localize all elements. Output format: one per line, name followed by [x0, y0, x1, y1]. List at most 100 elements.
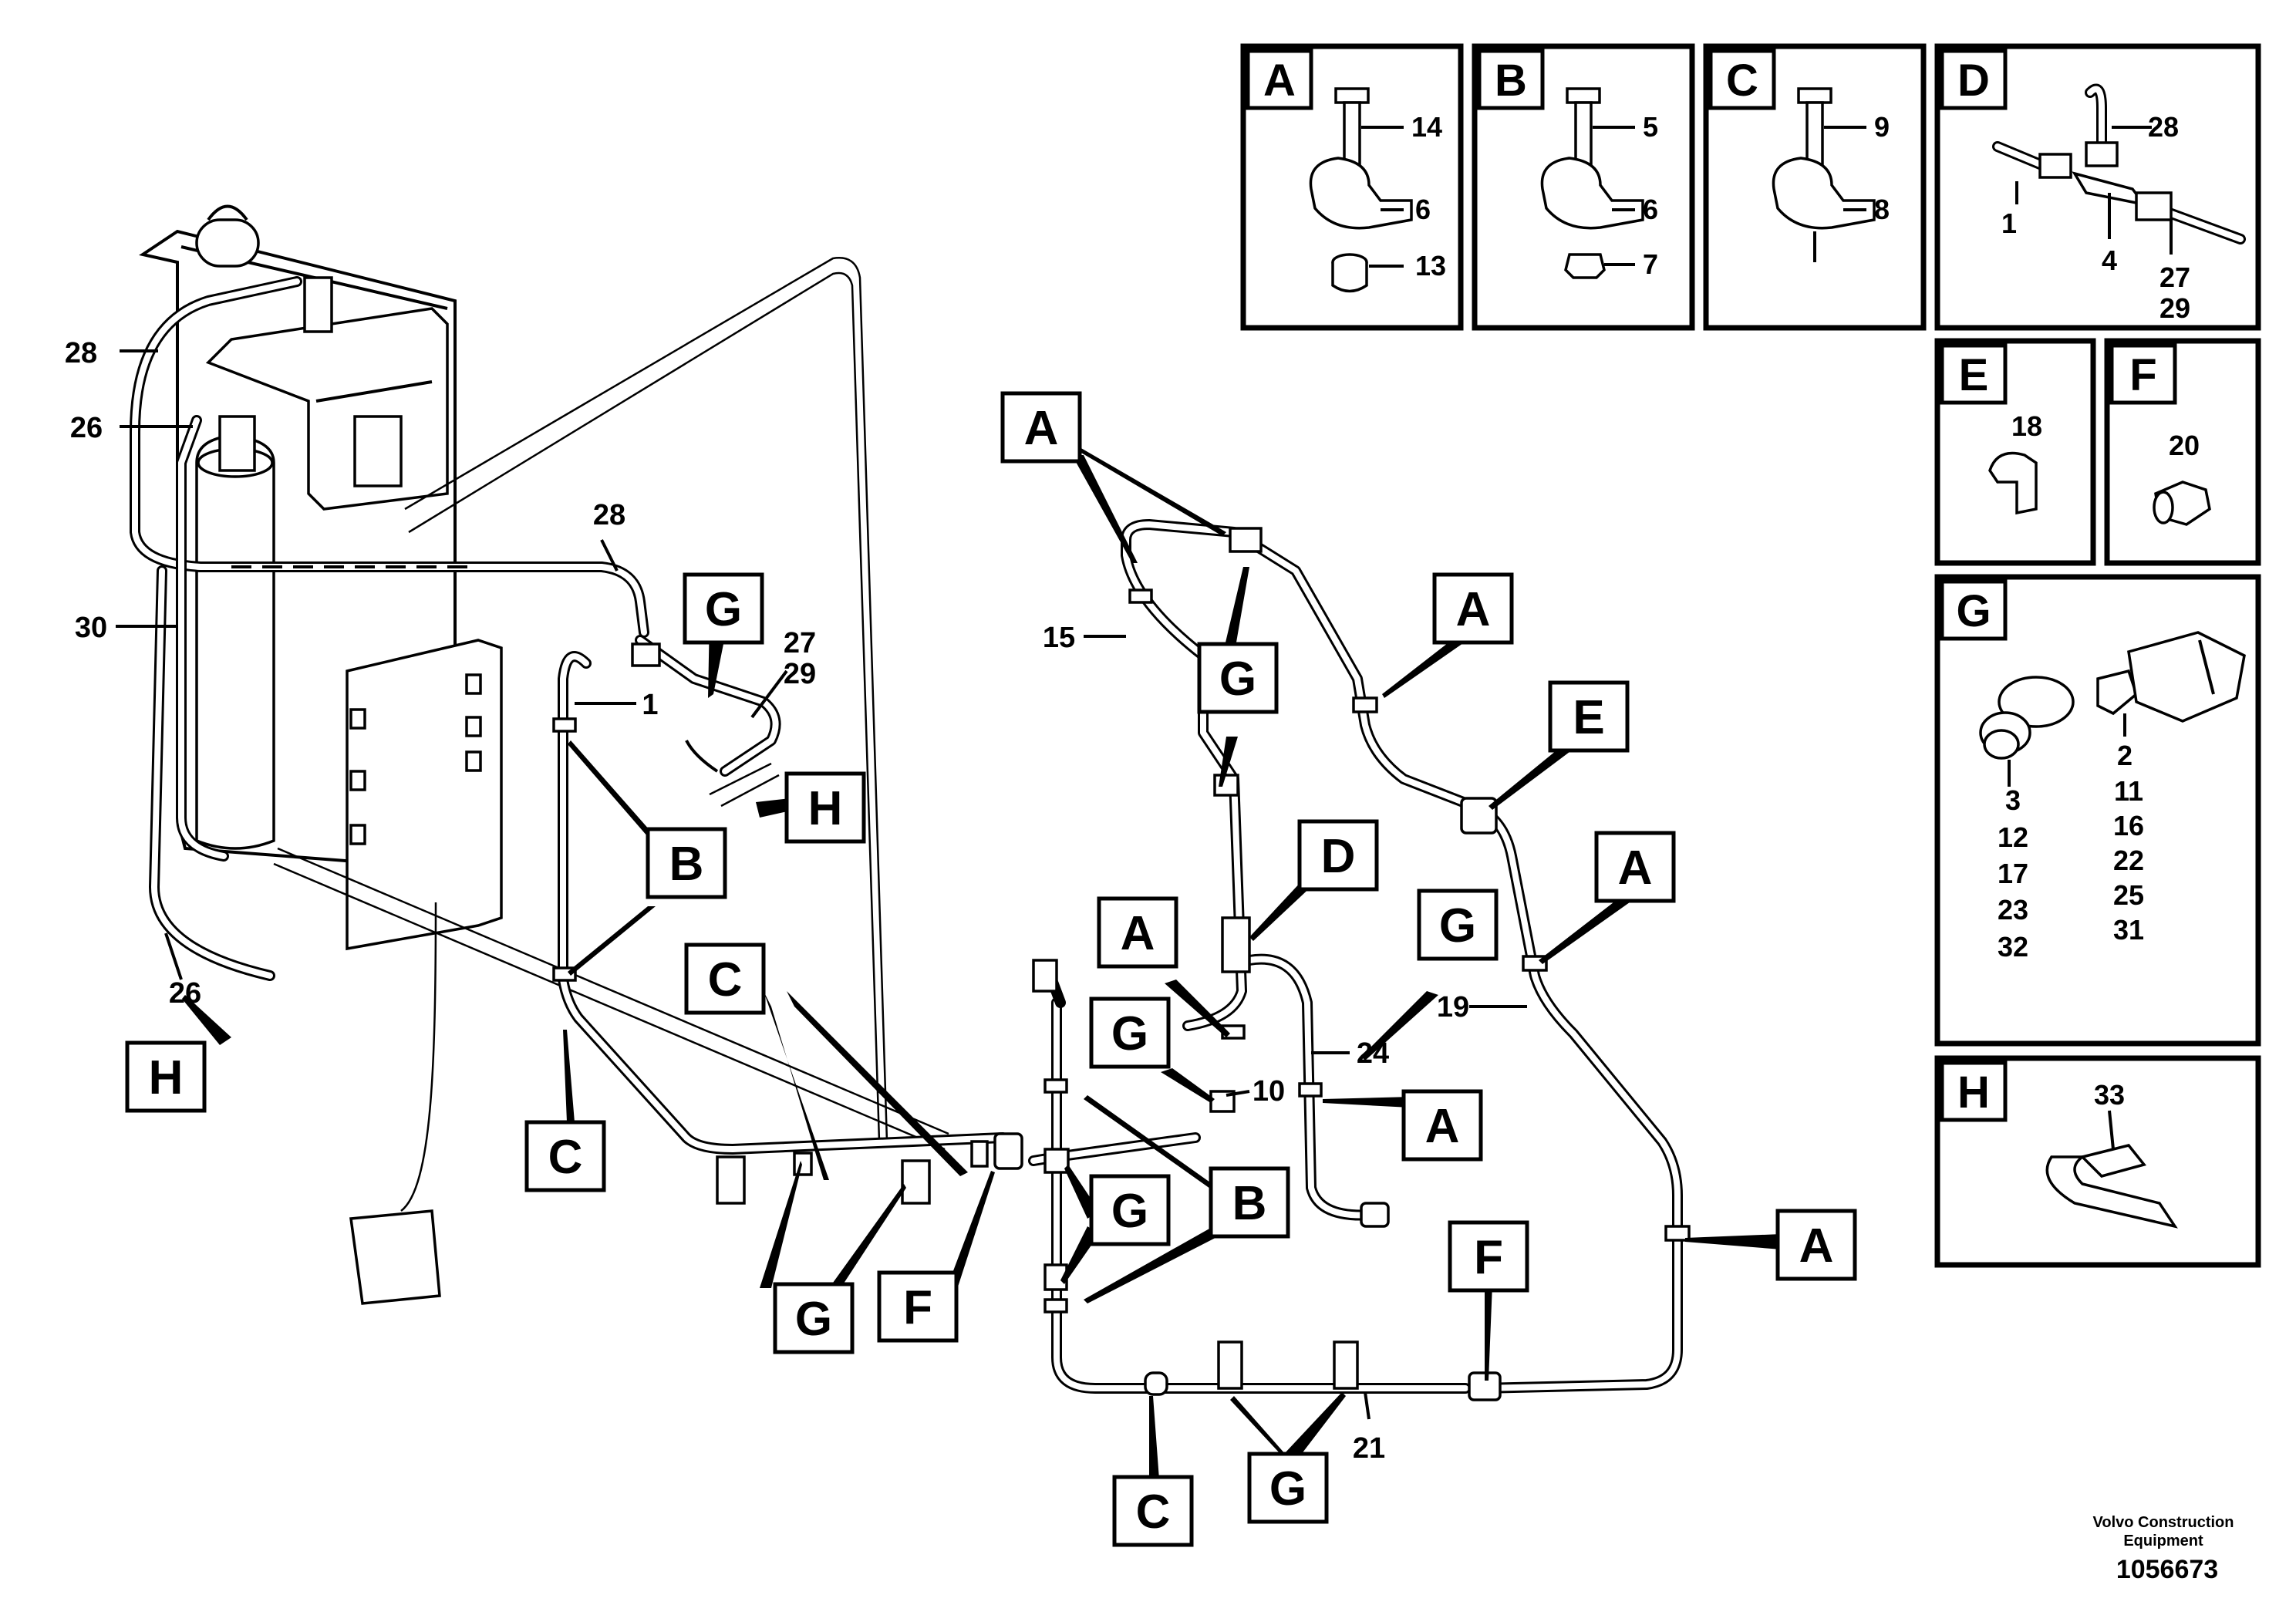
callout-label: 26 — [70, 412, 103, 444]
ref-box-b: B — [646, 827, 727, 899]
ref-box-a: A — [1097, 896, 1178, 969]
brand-line2: Equipment — [2123, 1533, 2203, 1549]
brand-line1: Volvo Construction — [2093, 1514, 2234, 1531]
ref-box-a: A — [1000, 391, 1082, 464]
tank-assembly — [138, 204, 949, 1305]
leader-lines — [116, 349, 1527, 1420]
inset-g: G 2 11 16 22 25 31 3 12 17 23 32 — [1934, 574, 2261, 1047]
svg-text:8: 8 — [1874, 194, 1890, 225]
svg-text:B: B — [1232, 1177, 1267, 1230]
number-callouts: 28 26 30 26 28 1 27 29 15 24 10 19 21 — [65, 337, 1469, 1465]
callout-label: 1 — [642, 689, 658, 721]
svg-text:G: G — [1219, 653, 1256, 706]
inset-h: H 33 — [1934, 1055, 2261, 1268]
ref-box-a: A — [1775, 1209, 1857, 1281]
svg-text:3: 3 — [2005, 784, 2021, 816]
svg-text:6: 6 — [1643, 194, 1658, 225]
svg-text:A: A — [1121, 907, 1155, 960]
svg-text:G: G — [1111, 1185, 1148, 1238]
ref-box-g: G — [1417, 889, 1499, 961]
svg-text:A: A — [1618, 841, 1653, 895]
svg-text:C: C — [708, 953, 743, 1007]
ref-box-h: H — [784, 771, 866, 844]
svg-text:H: H — [149, 1051, 184, 1104]
detail-insets: A 14 6 13 B 5 6 7 — [1240, 43, 2261, 1268]
svg-text:6: 6 — [1415, 194, 1431, 225]
svg-text:F: F — [2129, 350, 2156, 400]
svg-text:13: 13 — [1415, 250, 1446, 282]
ref-box-g: G — [1089, 996, 1171, 1069]
svg-text:12: 12 — [1998, 821, 2028, 853]
inset-f: F 20 — [2104, 338, 2261, 566]
inset-e: E 18 — [1934, 338, 2096, 566]
svg-text:32: 32 — [1998, 931, 2028, 963]
svg-text:A: A — [1024, 402, 1059, 455]
svg-text:C: C — [1726, 56, 1758, 106]
svg-text:25: 25 — [2113, 879, 2144, 911]
svg-text:G: G — [1269, 1462, 1306, 1516]
svg-text:16: 16 — [2113, 810, 2144, 841]
callout-label: 19 — [1437, 991, 1469, 1023]
ref-box-d: D — [1297, 819, 1379, 892]
svg-text:G: G — [705, 583, 742, 636]
svg-text:9: 9 — [1874, 111, 1890, 143]
ref-box-e: E — [1548, 680, 1630, 753]
svg-text:H: H — [808, 782, 843, 835]
ref-box-c: C — [684, 943, 766, 1015]
ref-box-g: G — [1197, 642, 1279, 714]
ref-box-h: H — [125, 1040, 207, 1113]
svg-text:31: 31 — [2113, 914, 2144, 946]
svg-text:G: G — [795, 1293, 832, 1346]
callout-label: 24 — [1357, 1037, 1389, 1070]
svg-text:D: D — [1321, 830, 1356, 883]
ref-box-b: B — [1209, 1166, 1290, 1239]
svg-text:G: G — [1439, 899, 1476, 953]
left-hoses — [130, 276, 649, 981]
drawing-number: 1056673 — [2116, 1555, 2218, 1584]
ref-box-f: F — [877, 1270, 959, 1343]
svg-text:F: F — [903, 1281, 932, 1334]
svg-text:E: E — [1959, 350, 1989, 400]
callout-label: 21 — [1353, 1432, 1385, 1465]
svg-text:D: D — [1957, 56, 1990, 106]
svg-text:B: B — [1495, 56, 1527, 106]
svg-text:17: 17 — [1998, 858, 2028, 889]
inset-c: C 9 8 — [1703, 43, 1927, 331]
ref-box-g: G — [1089, 1174, 1171, 1246]
wedge-pointers — [182, 447, 1782, 1500]
ref-box-a: A — [1401, 1089, 1483, 1162]
svg-text:28: 28 — [2148, 111, 2179, 143]
inset-d: D 28 1 4 27 29 — [1934, 43, 2261, 331]
svg-text:4: 4 — [2102, 244, 2117, 276]
svg-text:29: 29 — [2159, 292, 2190, 324]
ref-box-a: A — [1594, 831, 1676, 903]
svg-text:A: A — [1263, 56, 1296, 106]
callout-label: 29 — [784, 658, 816, 690]
callout-label: 28 — [593, 499, 625, 531]
ref-box-g: G — [1247, 1452, 1329, 1524]
svg-text:B: B — [669, 838, 704, 891]
svg-text:H: H — [1957, 1067, 1990, 1118]
ref-box-c: C — [1112, 1475, 1194, 1547]
callout-label: 30 — [75, 612, 107, 644]
ref-box-g: G — [683, 572, 764, 645]
pipe-network — [552, 519, 1691, 1401]
svg-text:A: A — [1799, 1219, 1834, 1273]
svg-text:7: 7 — [1643, 248, 1658, 280]
svg-text:5: 5 — [1643, 111, 1658, 143]
callout-label: 27 — [784, 627, 816, 659]
svg-text:18: 18 — [2011, 410, 2042, 442]
svg-text:C: C — [548, 1131, 583, 1184]
footer: Volvo Construction Equipment 1056673 — [2093, 1514, 2234, 1584]
callout-label: 28 — [65, 337, 97, 369]
svg-text:11: 11 — [2114, 775, 2143, 807]
svg-text:14: 14 — [1411, 111, 1442, 143]
svg-text:23: 23 — [1998, 894, 2028, 926]
svg-text:F: F — [1474, 1231, 1503, 1284]
callout-label: 10 — [1253, 1075, 1285, 1108]
svg-text:E: E — [1573, 691, 1604, 744]
svg-text:1: 1 — [2001, 207, 2017, 239]
svg-text:27: 27 — [2159, 261, 2190, 293]
svg-text:G: G — [1111, 1007, 1148, 1061]
